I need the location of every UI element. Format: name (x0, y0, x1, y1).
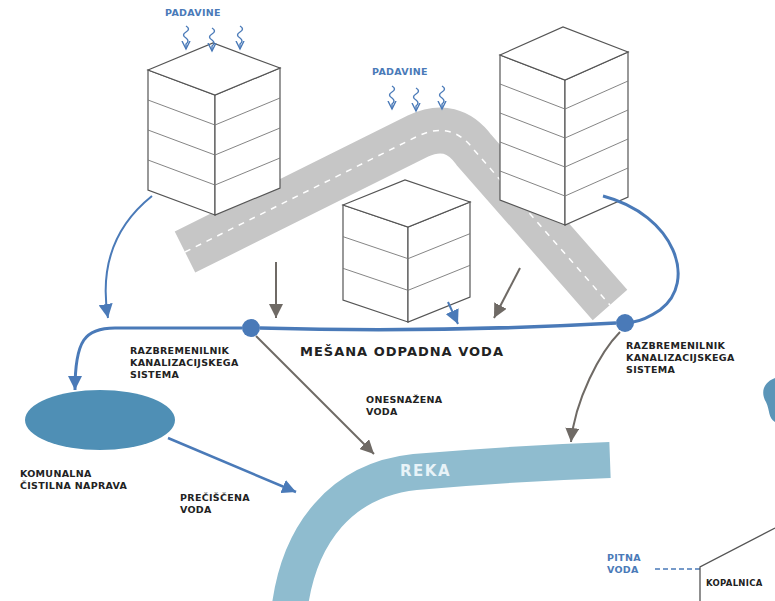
treatment-plant: KOMUNALNA ČISTILNA NAPRAVA (25, 390, 175, 450)
edge-label: PREČIŠČENA VODA (180, 492, 265, 516)
river-band: REKA (265, 440, 605, 601)
water-level-line (655, 568, 700, 570)
floor-line (500, 110, 628, 138)
text-label: PADAVINE (165, 7, 255, 19)
building-roof (500, 27, 628, 80)
text-label: KOPALNICA (706, 578, 772, 589)
overflow-point: RAZBREMENILNIK KANALIZACIJSKEGA SISTEMA (616, 314, 634, 332)
flow-connector (571, 332, 620, 442)
building-face (500, 55, 565, 225)
floor-line (148, 98, 280, 125)
partial-shape (763, 378, 775, 422)
flow-connector (260, 323, 616, 330)
building (343, 180, 470, 322)
rain-arrow (184, 26, 189, 49)
roof-runoff-arrow (106, 196, 152, 318)
building-roof (148, 43, 280, 95)
building-face (565, 52, 628, 225)
rain-arrow (210, 28, 215, 51)
node-label: RAZBREMENILNIK KANALIZACIJSKEGA SISTEMA (626, 340, 751, 376)
edge-label: ONESNAŽENA VODA (366, 394, 451, 418)
edge-label: MEŠANA ODPADNA VODA (300, 344, 540, 360)
node-shape (25, 390, 175, 450)
node-label: KOMUNALNA ČISTILNA NAPRAVA (20, 468, 130, 492)
flow-connector (168, 438, 296, 492)
rain-arrow (440, 86, 445, 109)
overflow-point: RAZBREMENILNIK KANALIZACIJSKEGA SISTEMA (242, 319, 260, 337)
buildings (148, 27, 628, 322)
floor-line (500, 81, 628, 109)
road-runoff-arrow (275, 262, 277, 318)
node-shape (242, 319, 260, 337)
floor-line (343, 234, 470, 259)
road-runoff-arrow (494, 268, 520, 318)
text-label: PITNA VODA (607, 552, 657, 576)
building (500, 27, 628, 225)
rain-arrow (238, 26, 243, 49)
house-outline (700, 528, 775, 601)
rain-arrow (390, 86, 395, 109)
floor-line (500, 139, 628, 167)
building-roof (343, 180, 470, 227)
node-label: REKA (400, 462, 480, 481)
floor-line (148, 158, 280, 185)
rain-arrow (414, 88, 419, 111)
floor-line (500, 168, 628, 196)
node-shape (616, 314, 634, 332)
sewer-pipe (603, 196, 678, 322)
floor-line (148, 128, 280, 155)
roof-runoff-arrow (448, 302, 458, 324)
floor-line (343, 265, 470, 290)
building (148, 43, 280, 215)
node-label: RAZBREMENILNIK KANALIZACIJSKEGA SISTEMA (130, 345, 255, 381)
text-label: PADAVINE (372, 66, 462, 78)
